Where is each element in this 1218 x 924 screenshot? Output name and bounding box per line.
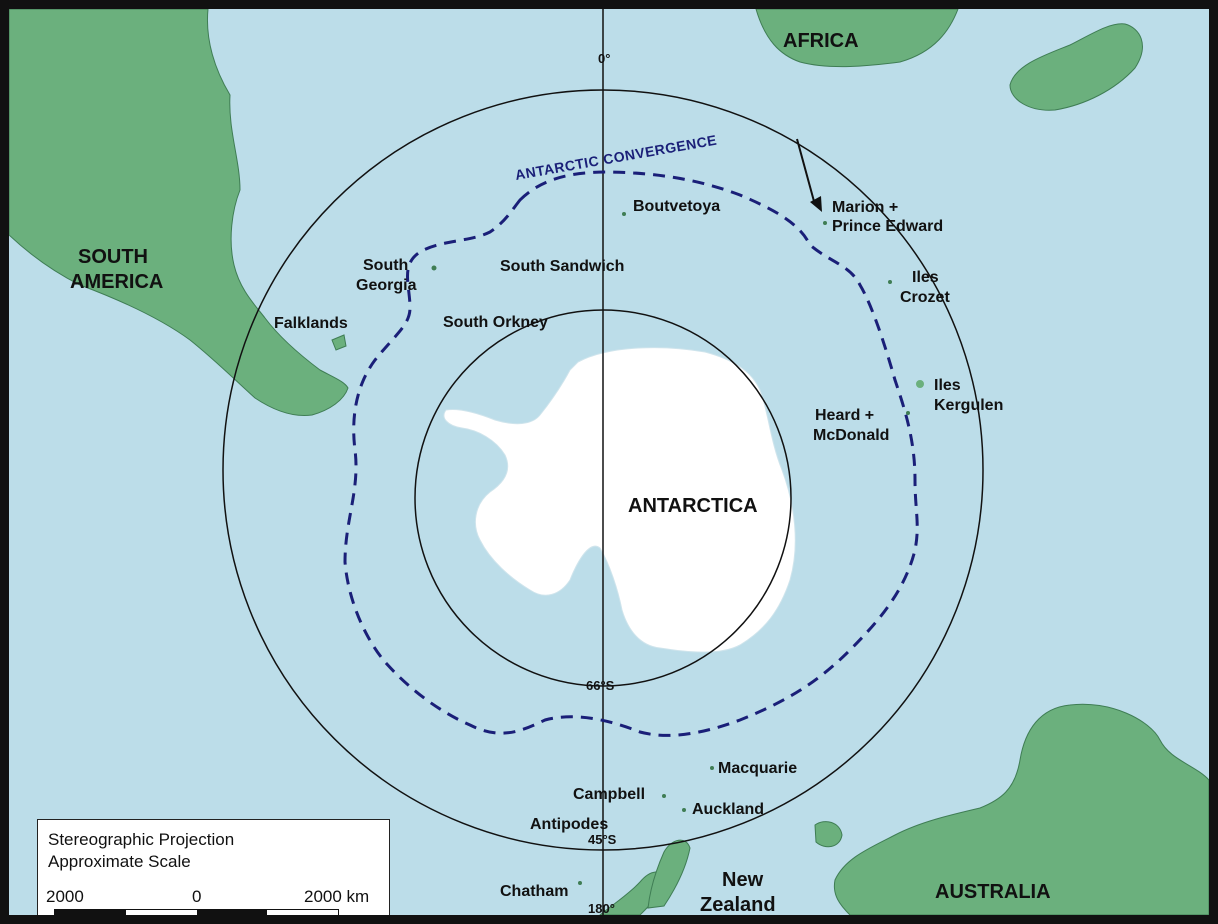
scale-tick-zero: 0 [192, 887, 202, 906]
label-antarctic-convergence: ANTARCTIC CONVERGENCE [514, 132, 718, 183]
new-zealand-south-landmass [647, 839, 691, 909]
label-kerguelen-2: Kergulen [934, 397, 1003, 414]
crozet-marker [888, 280, 892, 284]
label-antarctica: ANTARCTICA [628, 495, 758, 517]
map-canvas[interactable]: AFRICA SOUTH AMERICA ANTARCTICA AUSTRALI… [9, 9, 1209, 915]
south-georgia-marker [431, 265, 437, 271]
scale-tick-left: 2000 [46, 887, 84, 906]
label-auckland: Auckland [692, 801, 764, 818]
label-new-zealand-2: Zealand [700, 894, 776, 915]
label-kerguelen-1: Iles [934, 377, 961, 394]
label-south-georgia-1: South [363, 257, 408, 274]
label-south-sandwich: South Sandwich [500, 258, 624, 275]
label-marion-1: Marion + [832, 199, 898, 216]
scale-segment [267, 910, 338, 915]
label-heard-1: Heard + [815, 407, 874, 424]
scale-segment [55, 910, 126, 915]
label-meridian-bottom: 180° [588, 901, 615, 915]
label-south-georgia-2: Georgia [356, 277, 417, 294]
falklands-landmass [331, 334, 347, 351]
scale-segment [196, 910, 268, 915]
scale-bar [54, 909, 339, 915]
scale-note: Approximate Scale [48, 852, 191, 871]
label-africa: AFRICA [783, 30, 859, 52]
antarctica-landmass [443, 347, 796, 653]
tasmania-landmass [814, 821, 843, 848]
label-boutvetoya: Boutvetoya [633, 198, 720, 215]
label-south-orkney: South Orkney [443, 314, 548, 331]
label-new-zealand-1: New [722, 869, 764, 891]
projection-note: Stereographic Projection [48, 830, 235, 849]
label-australia: AUSTRALIA [935, 881, 1051, 903]
madagascar-landmass [1009, 23, 1143, 111]
antarctic-convergence-line [343, 170, 919, 737]
label-heard-2: McDonald [813, 427, 889, 444]
scale-tick-right: 2000 km [304, 887, 370, 906]
label-crozet-2: Crozet [900, 289, 950, 306]
auckland-marker [682, 808, 686, 812]
label-south-america-2: AMERICA [70, 271, 163, 293]
label-latitude-45s: 45°S [588, 832, 617, 847]
label-macquarie: Macquarie [718, 760, 797, 777]
label-meridian-top: 0° [598, 51, 610, 66]
africa-landmass [755, 9, 959, 68]
label-south-america-1: SOUTH [78, 246, 148, 268]
label-antipodes: Antipodes [530, 816, 608, 833]
boutvetoya-marker [622, 212, 626, 216]
scale-legend: Stereographic Projection Approximate Sca… [37, 819, 390, 915]
kerguelen-marker [916, 380, 924, 388]
label-campbell: Campbell [573, 786, 645, 803]
label-marion-2: Prince Edward [832, 218, 943, 235]
australia-landmass [833, 703, 1209, 915]
scale-segment [125, 910, 197, 915]
marion-arrow-line [796, 138, 816, 206]
marion-arrow-head [810, 196, 822, 212]
chatham-marker [578, 881, 582, 885]
label-crozet-1: Iles [912, 269, 939, 286]
label-latitude-66s: 66°S [586, 678, 615, 693]
heard-marker [906, 411, 910, 415]
label-falklands: Falklands [274, 315, 348, 332]
label-chatham: Chatham [500, 883, 568, 900]
marion-marker [823, 221, 827, 225]
south-america-landmass [9, 9, 349, 417]
campbell-marker [662, 794, 666, 798]
macquarie-marker [710, 766, 714, 770]
